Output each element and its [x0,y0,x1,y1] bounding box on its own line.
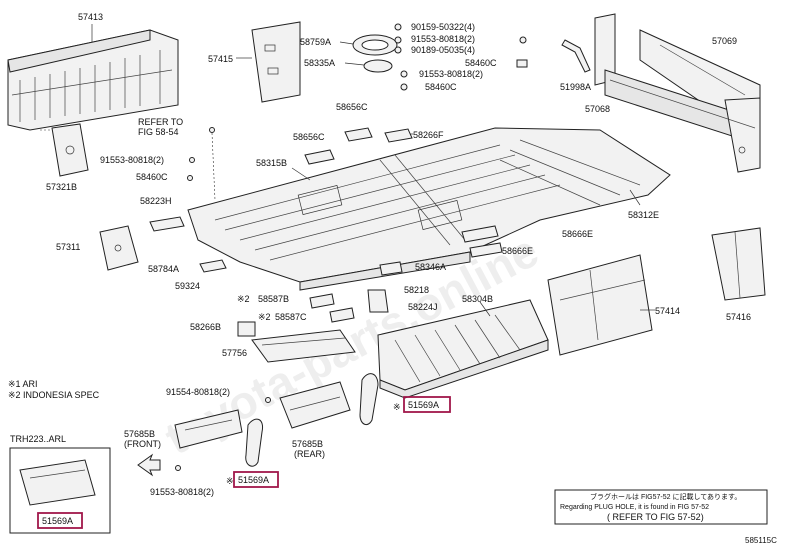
note-line-1: ブラグホールは FIG57-52 に記載してあります。 [590,492,741,501]
label-91553d: 91553-80818(2) [150,487,214,497]
inset-box [9,447,111,534]
label-91553a: 91553-80818(2) [411,34,475,44]
label-51569A-a: 51569A [238,475,269,485]
label-58666E-b: 58666E [502,246,533,256]
label-58218: 58218 [404,285,429,295]
part-57414 [547,254,653,356]
label-57685B-front: 57685B [124,429,155,439]
label-90159: 90159-50322(4) [411,22,475,32]
label-58266B: 58266B [190,322,221,332]
part-57321B [51,123,89,177]
highlight-51569A-c [37,512,83,529]
label-refer-fig-1: REFER TO [138,117,183,127]
mark-B: ※ [226,476,234,486]
label-91553b: 91553-80818(2) [419,69,483,79]
label-58460C-left: 58460C [136,172,168,182]
footer-code: 585115C [745,536,777,545]
highlight-51569A-a [233,471,279,488]
part-58304B [377,299,549,399]
label-57416: 57416 [726,312,751,322]
part-58335A [363,59,393,73]
label-58587C: 58587C [275,312,307,322]
label-57311: 57311 [56,242,80,252]
label-91554: 91554-80818(2) [166,387,230,397]
label-58759A: 58759A [300,37,331,47]
label-58266F: 58266F [413,130,444,140]
label-refer-fig-2: FIG 58-54 [138,127,179,137]
part-57685B-rear [279,381,351,429]
label-58223H: 58223H [140,196,172,206]
label-57415: 57415 [208,54,233,64]
part-51998A [561,39,591,73]
label-58224J: 58224J [408,302,438,312]
label-91553c: 91553-80818(2) [100,155,164,165]
bolt-group-top [394,23,528,91]
label-58666E-a: 58666E [562,229,593,239]
label-57321B: 57321B [46,182,77,192]
label-57413: 57413 [78,12,103,22]
label-58784A: 58784A [148,264,179,274]
label-58460C-top: 58460C [465,58,497,68]
part-57685B-front [174,409,243,449]
label-58460C-mid: 58460C [425,82,457,92]
label-51998A: 51998A [560,82,591,92]
label-58656C-b: 58656C [293,132,325,142]
label-57685B-front-sub: (FRONT) [124,439,161,449]
label-58335A: 58335A [304,58,335,68]
label-51569A-b: 51569A [408,400,439,410]
bracket-group [149,127,503,337]
note-line-2: Regarding PLUG HOLE, it is found in FIG … [560,504,709,511]
part-51569A-center [359,373,379,426]
part-57069-frame [594,13,761,173]
label-58312E: 58312E [628,210,659,220]
part-57311 [99,225,139,271]
label-58656C-a: 58656C [336,102,368,112]
label-58587B: 58587B [258,294,289,304]
part-51569A-lower [245,418,264,467]
label-90189: 90189-05035(4) [411,45,475,55]
note-line-3: ( REFER TO FIG 57-52) [607,512,704,522]
label-58315B: 58315B [256,158,287,168]
part-58759A-ring [352,34,398,56]
label-59324: 59324 [175,281,200,291]
label-57685B-rear-sub: (REAR) [294,449,325,459]
label-57756: 57756 [222,348,247,358]
legend-line-1: ※1 ARI [8,379,38,389]
legend-line-2: ※2 INDONESIA SPEC [8,390,100,400]
part-57413-panel [7,29,179,131]
mark-A: ※ [393,402,401,412]
label-57414: 57414 [655,306,680,316]
mark-2a: ※2 [237,294,250,304]
part-57415 [251,21,301,103]
label-58304B: 58304B [462,294,493,304]
label-57069: 57069 [712,36,737,46]
part-57416 [711,227,766,301]
label-58346A: 58346A [415,262,446,272]
label-57685B-rear: 57685B [292,439,323,449]
highlight-51569A-b [403,396,451,413]
part-57756 [251,329,356,363]
mark-2b: ※2 [258,312,271,322]
label-51569A-c: 51569A [42,516,73,526]
note-box [554,489,768,525]
arrow-icon [137,453,161,477]
inset-title: TRH223..ARL [10,434,66,444]
label-57068: 57068 [585,104,610,114]
